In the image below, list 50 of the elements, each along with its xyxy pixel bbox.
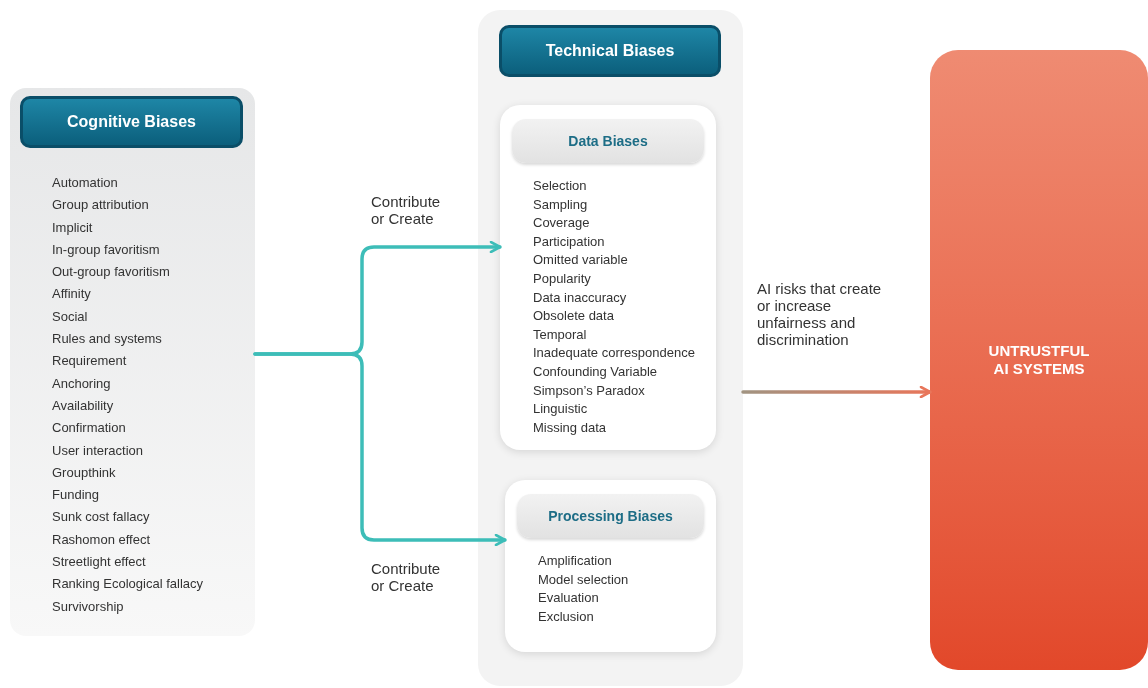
panel	[478, 10, 743, 686]
list-item: Funding	[52, 486, 100, 505]
panel	[10, 88, 255, 636]
list-item: Confounding Variable	[533, 362, 659, 381]
list-item: Ranking Ecological fallacy	[52, 575, 204, 594]
result-box	[930, 50, 1148, 670]
list-item: Inadequate correspondence	[533, 344, 695, 363]
list-item: Groupthink	[52, 463, 117, 482]
list-item: Selection	[533, 177, 588, 195]
list-item: Simpson’s Paradox	[533, 381, 646, 400]
heading-banner: Technical Biases	[499, 25, 721, 77]
list-item: Participation	[533, 232, 606, 251]
list-item: Evaluation	[538, 589, 600, 608]
list-item: Rules and systems	[52, 330, 163, 349]
card	[500, 105, 716, 450]
list-item: Group attribution	[52, 196, 150, 215]
list-item: Sunk cost fallacy	[52, 508, 151, 527]
list-item: Obsolete data	[533, 307, 615, 326]
list-item: Social	[52, 307, 89, 326]
list-item: Anchoring	[52, 374, 112, 393]
list-item: Missing data	[533, 418, 607, 437]
list-item: Temporal	[533, 325, 588, 344]
list-item: Confirmation	[52, 419, 127, 438]
list-item: Data inaccuracy	[533, 288, 628, 307]
result-title: UNTRUSTFUL AI SYSTEMS	[987, 342, 1091, 378]
list-item: Popularity	[533, 269, 592, 288]
heading-banner: Cognitive Biases	[20, 96, 243, 148]
list-item: Availability	[52, 396, 115, 415]
list-item: Requirement	[52, 352, 128, 371]
arrow	[253, 352, 507, 547]
list-item: Survivorship	[52, 597, 125, 616]
list-item: User interaction	[52, 441, 145, 460]
card	[505, 480, 716, 652]
list-item: In-group favoritism	[52, 240, 161, 259]
list-item: Linguistic	[533, 400, 589, 419]
list-item: Affinity	[52, 285, 92, 304]
list-item: Amplification	[538, 552, 613, 570]
list-item: Rashomon effect	[52, 530, 152, 549]
list-item: Sampling	[533, 195, 589, 214]
list-item: Model selection	[538, 570, 629, 589]
list-item: Automation	[52, 174, 119, 192]
list-item: Streetlight effect	[52, 553, 147, 572]
list-item: Coverage	[533, 214, 591, 233]
arrow	[741, 385, 932, 399]
section-pill: Processing Biases	[517, 494, 704, 538]
section-pill: Data Biases	[512, 119, 704, 163]
list-item: Exclusion	[538, 607, 595, 626]
list-item: Implicit	[52, 218, 94, 237]
list-item: Out-group favoritism	[52, 263, 171, 282]
list-item: Omitted variable	[533, 251, 629, 270]
